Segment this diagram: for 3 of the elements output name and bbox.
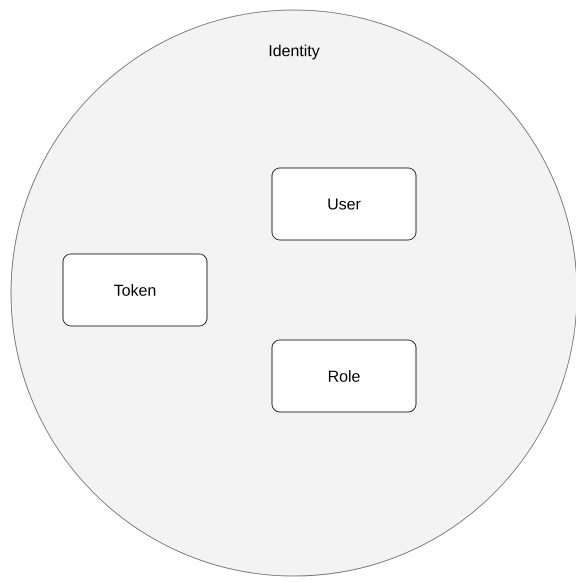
rounded-box: Role xyxy=(272,340,416,412)
rounded-box: Token xyxy=(62,254,208,326)
rounded-box: User xyxy=(272,168,416,240)
